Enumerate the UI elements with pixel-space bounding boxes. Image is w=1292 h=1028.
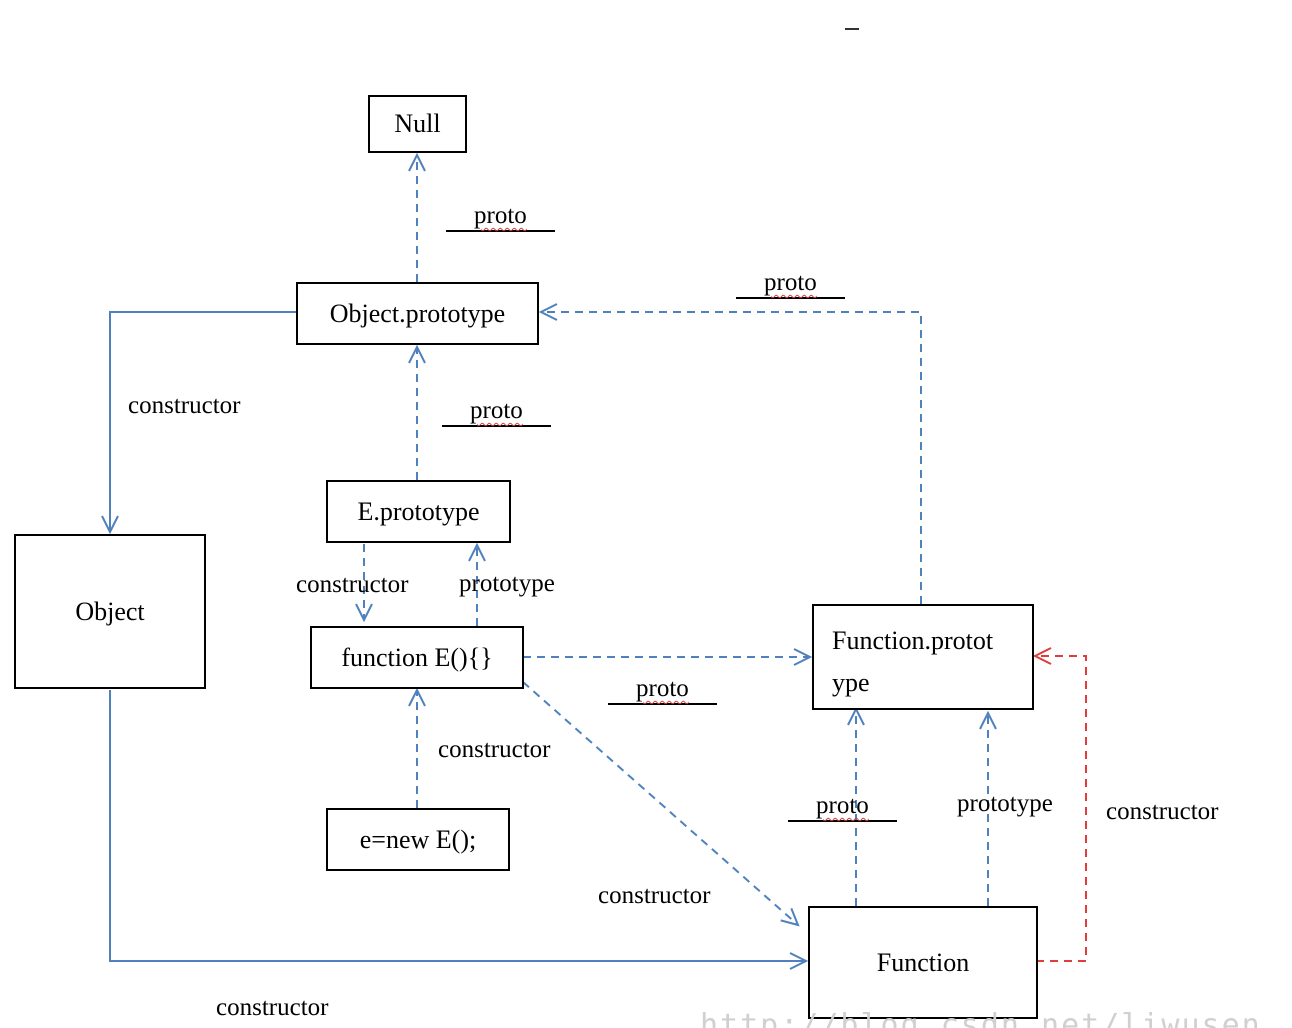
- label-proto-text: proto: [636, 675, 689, 702]
- node-function-prototype-line1: Function.protot: [832, 626, 994, 655]
- top-dash-mark: [845, 28, 859, 30]
- edge-object-to-function: [109, 690, 806, 961]
- node-e-prototype: E.prototype: [326, 480, 511, 543]
- edge-funce-to-function: [522, 681, 798, 925]
- node-e-new: e=new E();: [326, 808, 510, 871]
- label-prototype-funce-eproto: prototype: [459, 570, 555, 597]
- label-proto-text: proto: [474, 202, 527, 229]
- watermark: http://blog.csdn.net/liwusen: [700, 1008, 1262, 1028]
- node-function-prototype: Function.protot ype: [812, 604, 1034, 710]
- edge-funcproto-function-constructor: [1035, 656, 1087, 961]
- label-constructor-enew-funce: constructor: [438, 736, 551, 763]
- label-constructor-eproto-funce: constructor: [296, 571, 409, 598]
- label-proto-funce-funcproto: proto: [608, 676, 717, 705]
- node-function: Function: [808, 906, 1038, 1019]
- label-constructor-object-function: constructor: [216, 994, 329, 1021]
- edge-objproto-to-object: [110, 311, 296, 532]
- node-object: Object: [14, 534, 206, 689]
- node-null: Null: [368, 95, 467, 153]
- label-proto-eproto: proto: [442, 398, 551, 427]
- node-object-prototype: Object.prototype: [296, 282, 539, 345]
- label-constructor-funce-function: constructor: [598, 882, 711, 909]
- label-proto-text: proto: [470, 397, 523, 424]
- edge-funcproto-to-objproto: [541, 312, 922, 604]
- node-function-prototype-line2: ype: [832, 668, 870, 697]
- label-constructor-function-funcproto: constructor: [1106, 798, 1219, 825]
- node-function-e: function E(){}: [310, 626, 524, 689]
- label-proto-text: proto: [816, 792, 869, 819]
- label-prototype-function-funcproto: prototype: [957, 790, 1053, 817]
- label-proto-funcproto-objproto: proto: [736, 270, 845, 299]
- label-constructor-objproto-object: constructor: [128, 392, 241, 419]
- label-proto-text: proto: [764, 269, 817, 296]
- label-proto-function-funcproto: proto: [788, 793, 897, 822]
- label-proto-null: proto: [446, 203, 555, 232]
